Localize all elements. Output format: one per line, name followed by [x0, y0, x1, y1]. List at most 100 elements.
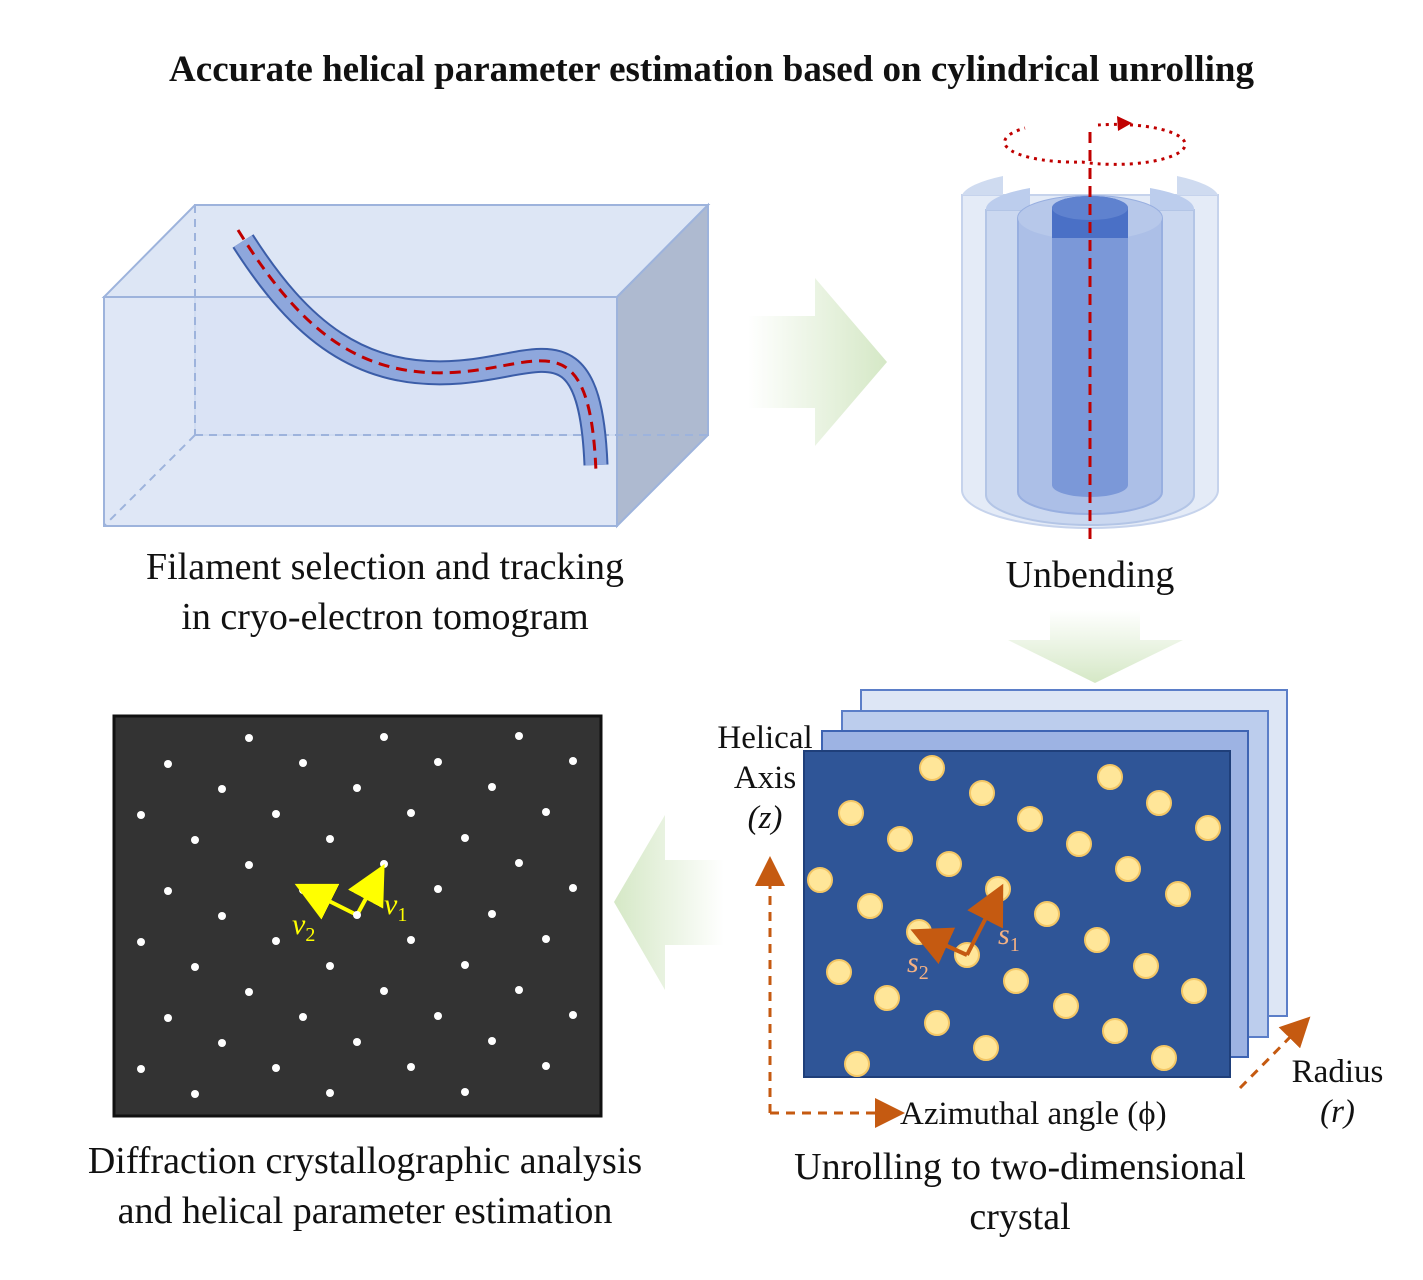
axis-z-label-line1: Helical [717, 720, 813, 756]
diffraction-spot [461, 1088, 469, 1096]
crystal-dot [857, 893, 883, 919]
diffraction-spot [218, 1039, 226, 1047]
s1-sub: 1 [1009, 934, 1020, 956]
diffraction-spot [299, 1013, 307, 1021]
diffraction-spot [137, 811, 145, 819]
crystal-dot [887, 826, 913, 852]
diffraction-spot [191, 1090, 199, 1098]
tomogram-caption: Filament selection and tracking in cryo-… [80, 542, 690, 642]
crystal-dot [1066, 831, 1092, 857]
axis-z-symbol: (z) [747, 800, 783, 836]
crystal-layers [803, 689, 1288, 1078]
diffraction-spot [299, 886, 307, 894]
v1-label: v1 [384, 888, 407, 927]
diffraction-caption-line2: and helical parameter estimation [117, 1190, 613, 1232]
crystal-dot [1102, 1018, 1128, 1044]
diffraction-spot [461, 961, 469, 969]
crystal-dot [838, 800, 864, 826]
axis-r-label: Radius (r) [1275, 1052, 1400, 1132]
axis-r-label-line1: Radius [1291, 1054, 1384, 1090]
diffraction-spot [434, 1012, 442, 1020]
crystal-dot [874, 985, 900, 1011]
crystal-dot [919, 755, 945, 781]
diffraction-spot [488, 910, 496, 918]
unrolling-caption-line2: crystal [969, 1196, 1071, 1238]
diffraction-spot [488, 783, 496, 791]
s2-sub: 2 [918, 962, 929, 984]
diffraction-vectors [294, 863, 385, 920]
crystal-dot [924, 1010, 950, 1036]
tomogram-caption-line2: in cryo-electron tomogram [181, 596, 589, 638]
crystal-dot [1146, 790, 1172, 816]
crystal-vectors [910, 883, 1004, 965]
crystal-dot [1053, 993, 1079, 1019]
diffraction-spot [272, 937, 280, 945]
arrow-down-icon [1008, 610, 1183, 683]
crystal-dot [1003, 968, 1029, 994]
arrow-left-icon [614, 815, 724, 990]
diffraction-spot [326, 962, 334, 970]
s2-label: s2 [907, 946, 929, 985]
vector-v2 [294, 883, 358, 920]
rotation-arrow-icon [1003, 122, 1187, 166]
diffraction-spot [515, 986, 523, 994]
diffraction-spot [380, 987, 388, 995]
crystal-dot [973, 1035, 999, 1061]
axis-z-label-line2: Axis [733, 760, 797, 796]
s1-letter: s [998, 918, 1010, 951]
diffraction-spot [407, 1063, 415, 1071]
crystal-dot [807, 867, 833, 893]
diffraction-spot [164, 760, 172, 768]
diffraction-spot [245, 988, 253, 996]
crystal-dot [1133, 953, 1159, 979]
s1-label: s1 [998, 918, 1020, 957]
crystal-dot [1097, 764, 1123, 790]
vector-v1 [347, 863, 385, 916]
crystal-dot [1181, 978, 1207, 1004]
diffraction-spot [542, 808, 550, 816]
v2-label: v2 [292, 908, 315, 947]
diffraction-spot [569, 884, 577, 892]
diffraction-spot [407, 936, 415, 944]
axis-z-label: Helical Axis (z) [700, 718, 830, 838]
axis-r-symbol: (r) [1320, 1094, 1355, 1130]
crystal-dot [1115, 856, 1141, 882]
unrolling-caption-line1: Unrolling to two-dimensional [794, 1146, 1246, 1188]
diffraction-spot [461, 834, 469, 842]
axis-phi-label: Azimuthal angle (ϕ) [900, 1096, 1167, 1132]
tomogram-caption-line1: Filament selection and tracking [145, 546, 625, 588]
diffraction-spot [515, 732, 523, 740]
diffraction-spot [164, 1014, 172, 1022]
figure-title: Accurate helical parameter estimation ba… [169, 49, 1254, 90]
v1-letter: v [384, 888, 398, 921]
diffraction-spot [218, 912, 226, 920]
diffraction-spot [569, 757, 577, 765]
crystal-dot [844, 1051, 870, 1077]
diffraction-spot [380, 733, 388, 741]
diffraction-spot [434, 758, 442, 766]
vector-s1 [965, 883, 1004, 956]
crystal-dot [826, 959, 852, 985]
diffraction-spot [191, 963, 199, 971]
vector-s2 [910, 927, 968, 965]
diffraction-spot [353, 1038, 361, 1046]
crystal-dot [1034, 901, 1060, 927]
diffraction-spot [272, 810, 280, 818]
arrow-right-icon [748, 278, 887, 446]
diffraction-spot [407, 809, 415, 817]
diffraction-spot [326, 835, 334, 843]
crystal-dot [906, 919, 932, 945]
s2-letter: s [907, 946, 919, 979]
v1-sub: 1 [397, 904, 408, 926]
filament-axis-dashed [236, 229, 598, 473]
v2-letter: v [292, 908, 306, 941]
diffraction-spot [137, 938, 145, 946]
diffraction-spot [245, 734, 253, 742]
diffraction-spot [353, 784, 361, 792]
crystal-dot [1017, 806, 1043, 832]
rotation-arrowhead-icon [1117, 116, 1132, 131]
diffraction-spot [488, 1037, 496, 1045]
diffraction-spot [245, 861, 253, 869]
diffraction-spot [191, 836, 199, 844]
